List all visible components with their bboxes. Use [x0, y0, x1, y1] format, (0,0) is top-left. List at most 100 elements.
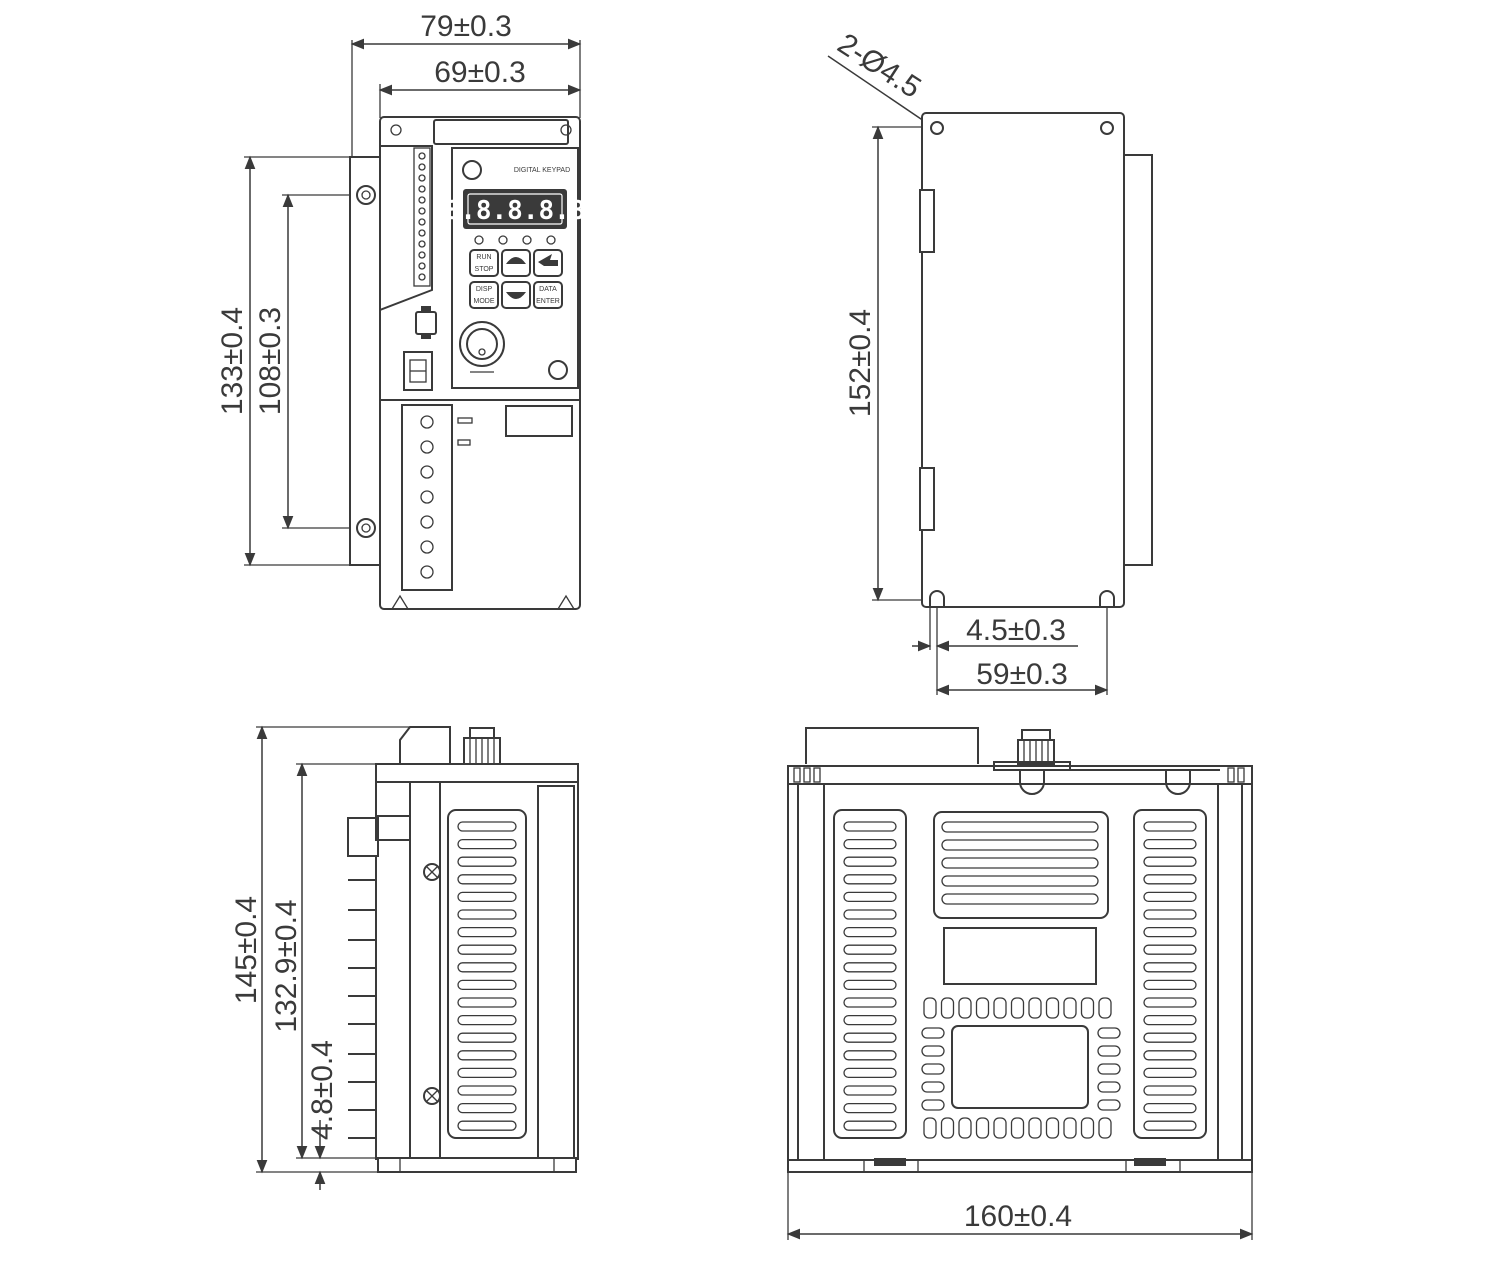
vent-slot — [843, 926, 897, 938]
vent-slot — [921, 1099, 945, 1111]
vent-slot — [1080, 1117, 1095, 1139]
vent-slot — [1143, 979, 1197, 991]
vent-slot — [843, 1102, 897, 1114]
vent-slot — [1045, 1117, 1060, 1139]
vent-slot — [975, 1117, 990, 1139]
vent-slot — [921, 1063, 945, 1075]
hole-offset-label: 4.5±0.3 — [966, 614, 1066, 647]
down-arrow-icon — [506, 292, 526, 299]
vent-slot — [457, 874, 517, 885]
vent-slot — [843, 1067, 897, 1079]
disp-mode-key[interactable] — [469, 281, 499, 309]
vent-slot — [1010, 997, 1025, 1019]
vent-slot — [1143, 891, 1197, 903]
vent-slot — [1080, 997, 1095, 1019]
vent-slot — [958, 1117, 972, 1139]
vent-slot — [941, 821, 1099, 833]
vent-slot — [457, 944, 517, 955]
display-readout: 8.8.8.8.8 — [445, 196, 586, 226]
vent-slot — [1143, 1085, 1197, 1096]
front-overall-width-label: 79±0.3 — [420, 10, 512, 43]
vent-slot — [1098, 997, 1112, 1019]
vent-slot — [921, 1027, 945, 1039]
vent-slot — [941, 857, 1099, 869]
key-disp-label: DISP — [476, 286, 493, 293]
run-stop-key[interactable] — [469, 249, 499, 277]
vent-slot — [843, 962, 897, 973]
vent-slot — [843, 1120, 897, 1131]
vent-slot — [923, 1117, 937, 1139]
vent-slot — [1045, 997, 1060, 1019]
vent-slot — [1097, 1027, 1121, 1039]
vent-slot — [1143, 962, 1197, 973]
reverse-key[interactable] — [533, 249, 563, 277]
vent-slot — [1143, 856, 1197, 867]
front-mounting-width-label: 69±0.3 — [434, 56, 526, 89]
bottom-overall-depth-label: 160±0.4 — [964, 1200, 1072, 1233]
vent-slot — [457, 1067, 517, 1079]
vent-slot — [941, 893, 1099, 905]
key-mode-label: MODE — [474, 298, 495, 305]
vent-slot — [843, 909, 897, 920]
vent-slot — [457, 926, 517, 938]
mount-hole-label: 2-Ø4.5 — [832, 27, 927, 105]
vent-slot — [1143, 874, 1197, 885]
vent-slot — [843, 1050, 897, 1061]
vent-slot — [1143, 1014, 1197, 1026]
data-enter-key[interactable] — [533, 281, 563, 309]
vent-slot — [958, 997, 972, 1019]
vent-slot — [1143, 1032, 1197, 1043]
potentiometer-knob[interactable] — [459, 321, 505, 367]
left-overall-height-label: 145±0.4 — [230, 896, 263, 1004]
vent-slot — [1097, 1063, 1121, 1075]
vent-slot — [843, 838, 897, 850]
side-view: 2-Ø4.5 152±0.4 4.5±0.3 59±0.3 — [827, 27, 1153, 696]
vent-slot — [1143, 926, 1197, 938]
up-arrow-icon — [506, 257, 526, 264]
vent-slot — [1143, 1067, 1197, 1079]
front-overall-height-label: 133±0.4 — [216, 307, 249, 415]
vent-slot — [843, 944, 897, 955]
vent-slot — [457, 1014, 517, 1026]
vent-slot — [1028, 997, 1042, 1019]
down-key[interactable] — [501, 281, 531, 309]
vent-slot — [1097, 1081, 1121, 1093]
vent-slot — [993, 997, 1007, 1019]
vent-slot — [941, 839, 1099, 851]
vent-slot — [457, 1085, 517, 1096]
vent-slot — [457, 1050, 517, 1061]
keypad-label: DIGITAL KEYPAD — [514, 167, 570, 174]
vent-slot — [993, 1117, 1007, 1139]
key-data-label: DATA — [539, 286, 557, 293]
side-height-label: 152±0.4 — [844, 309, 877, 417]
vent-slot — [1028, 1117, 1042, 1139]
vent-slot — [843, 821, 897, 832]
vent-slot — [457, 1120, 517, 1131]
vent-slot — [941, 875, 1099, 887]
vent-slot — [457, 838, 517, 850]
front-view: 79±0.3 69±0.3 133±0.4 108±0.3 — [216, 10, 586, 610]
up-key[interactable] — [501, 249, 531, 277]
vent-slot — [457, 821, 517, 832]
vent-slot — [457, 909, 517, 920]
vent-slot — [1097, 1045, 1121, 1057]
vent-slot — [1143, 821, 1197, 832]
vent-slot — [843, 891, 897, 903]
vent-slot — [975, 997, 990, 1019]
vent-slot — [843, 1085, 897, 1096]
vent-slot — [457, 962, 517, 973]
vent-slot — [1010, 1117, 1025, 1139]
vent-slot — [940, 997, 955, 1019]
key-run-label: RUN — [476, 254, 491, 261]
vent-slot — [1063, 997, 1077, 1019]
vent-slot — [1097, 1099, 1121, 1111]
front-mounting-height-label: 108±0.3 — [254, 307, 287, 415]
vent-slot — [1143, 1120, 1197, 1131]
vent-slot — [1143, 838, 1197, 850]
vent-slot — [921, 1045, 945, 1057]
vent-slot — [843, 1014, 897, 1026]
vent-slot — [1143, 909, 1197, 920]
vent-slot — [921, 1081, 945, 1093]
vent-slot — [457, 891, 517, 903]
